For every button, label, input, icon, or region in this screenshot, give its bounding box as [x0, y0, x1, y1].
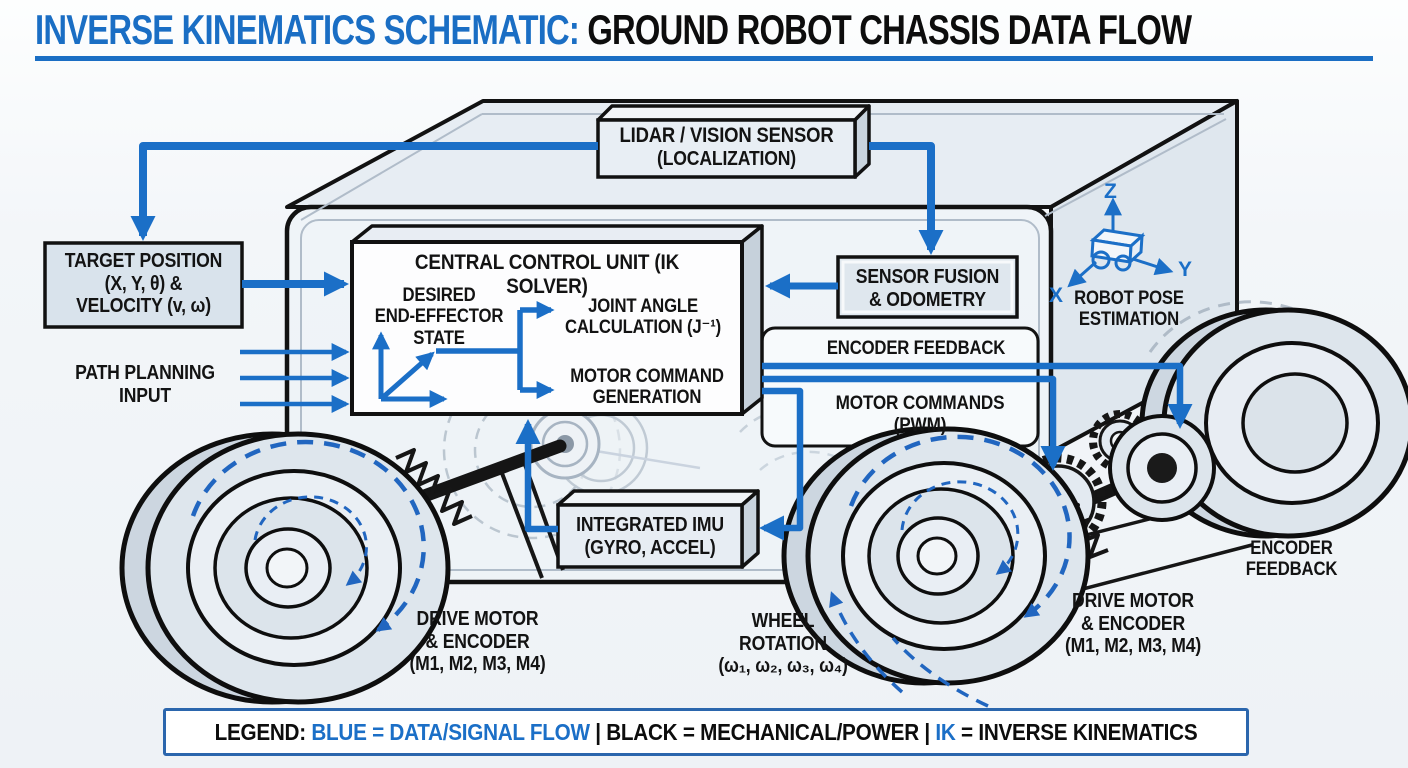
flow-lidar-to-fusion — [869, 142, 944, 255]
page-title-highlight: INVERSE KINEMATICS SCHEMATIC: — [35, 6, 588, 53]
lidar-box-label: LIDAR / VISION SENSOR (LOCALIZATION) — [619, 124, 834, 170]
wheel-rotation-arcs — [190, 434, 1072, 708]
encoder-feedback-right-label: ENCODER FEEDBACK — [1245, 538, 1338, 581]
encoder-feedback-top-label: ENCODER FEEDBACK — [826, 338, 1006, 359]
legend-box: LEGEND: BLUE = DATA/SIGNAL FLOW | BLACK … — [163, 708, 1249, 756]
motor-commands-label: MOTOR COMMANDS (PWM) — [835, 392, 1005, 437]
robot-pose-label: ROBOT POSE ESTIMATION — [1074, 288, 1184, 331]
pose-axis-y-label: Y — [1178, 258, 1193, 281]
ccu-joint-angle-label: JOINT ANGLE CALCULATION (J⁻¹) — [565, 296, 721, 339]
pose-axis-x-label: X — [1049, 284, 1064, 307]
legend-ik-rest: = INVERSE KINEMATICS — [955, 718, 1198, 745]
flow-lidar-to-target — [130, 142, 598, 241]
ccu-motor-command-label: MOTOR COMMAND GENERATION — [570, 366, 724, 409]
flow-ccu-to-imu — [759, 387, 804, 541]
end-effector-axes-icon — [372, 331, 448, 408]
front-left-wheel — [119, 431, 451, 705]
page-title-rest: GROUND ROBOT CHASSIS DATA FLOW — [587, 6, 1192, 53]
path-planning-label: PATH PLANNING INPUT — [75, 362, 215, 407]
page-title: INVERSE KINEMATICS SCHEMATIC: GROUND ROB… — [35, 6, 1192, 54]
imu-box-label: INTEGRATED IMU (GYRO, ACCEL) — [576, 514, 724, 559]
wheel-rotation-label: WHEEL ROTATION (ω₁, ω₂, ω₃, ω₄) — [718, 610, 848, 678]
drive-motor-left-label: DRIVE MOTOR & ENCODER (M1, M2, M3, M4) — [409, 608, 546, 676]
signal-flow-lines — [130, 142, 1193, 541]
drive-motor-right-label: DRIVE MOTOR & ENCODER (M1, M2, M3, M4) — [1064, 590, 1202, 658]
pose-axis-z-label: Z — [1104, 180, 1117, 203]
target-position-box-label: TARGET POSITION (X, Y, θ) & VELOCITY (v,… — [64, 250, 223, 318]
legend-blue-term: BLUE = DATA/SIGNAL FLOW — [311, 718, 590, 745]
robot-pose-icon — [1067, 197, 1174, 288]
legend-ik: IK — [935, 718, 956, 745]
ccu-title: CENTRAL CONTROL UNIT (IK SOLVER) — [414, 250, 680, 299]
legend-sep2: | — [918, 718, 936, 745]
title-underline — [35, 56, 1373, 61]
ccu-desired-state-label: DESIRED END-EFFECTOR STATE — [374, 285, 504, 349]
legend-prefix: LEGEND: — [214, 718, 312, 745]
flow-motor-command-bus — [762, 375, 1066, 471]
legend-black-term: BLACK = MECHANICAL/POWER — [606, 718, 919, 745]
legend-text: LEGEND: BLUE = DATA/SIGNAL FLOW | BLACK … — [215, 719, 1198, 746]
flow-imu-to-ccu — [515, 419, 558, 533]
sensor-fusion-box-label: SENSOR FUSION & ODOMETRY — [855, 266, 1000, 311]
flow-encoder-feedback-bus — [762, 362, 1193, 429]
legend-sep1: | — [589, 718, 607, 745]
